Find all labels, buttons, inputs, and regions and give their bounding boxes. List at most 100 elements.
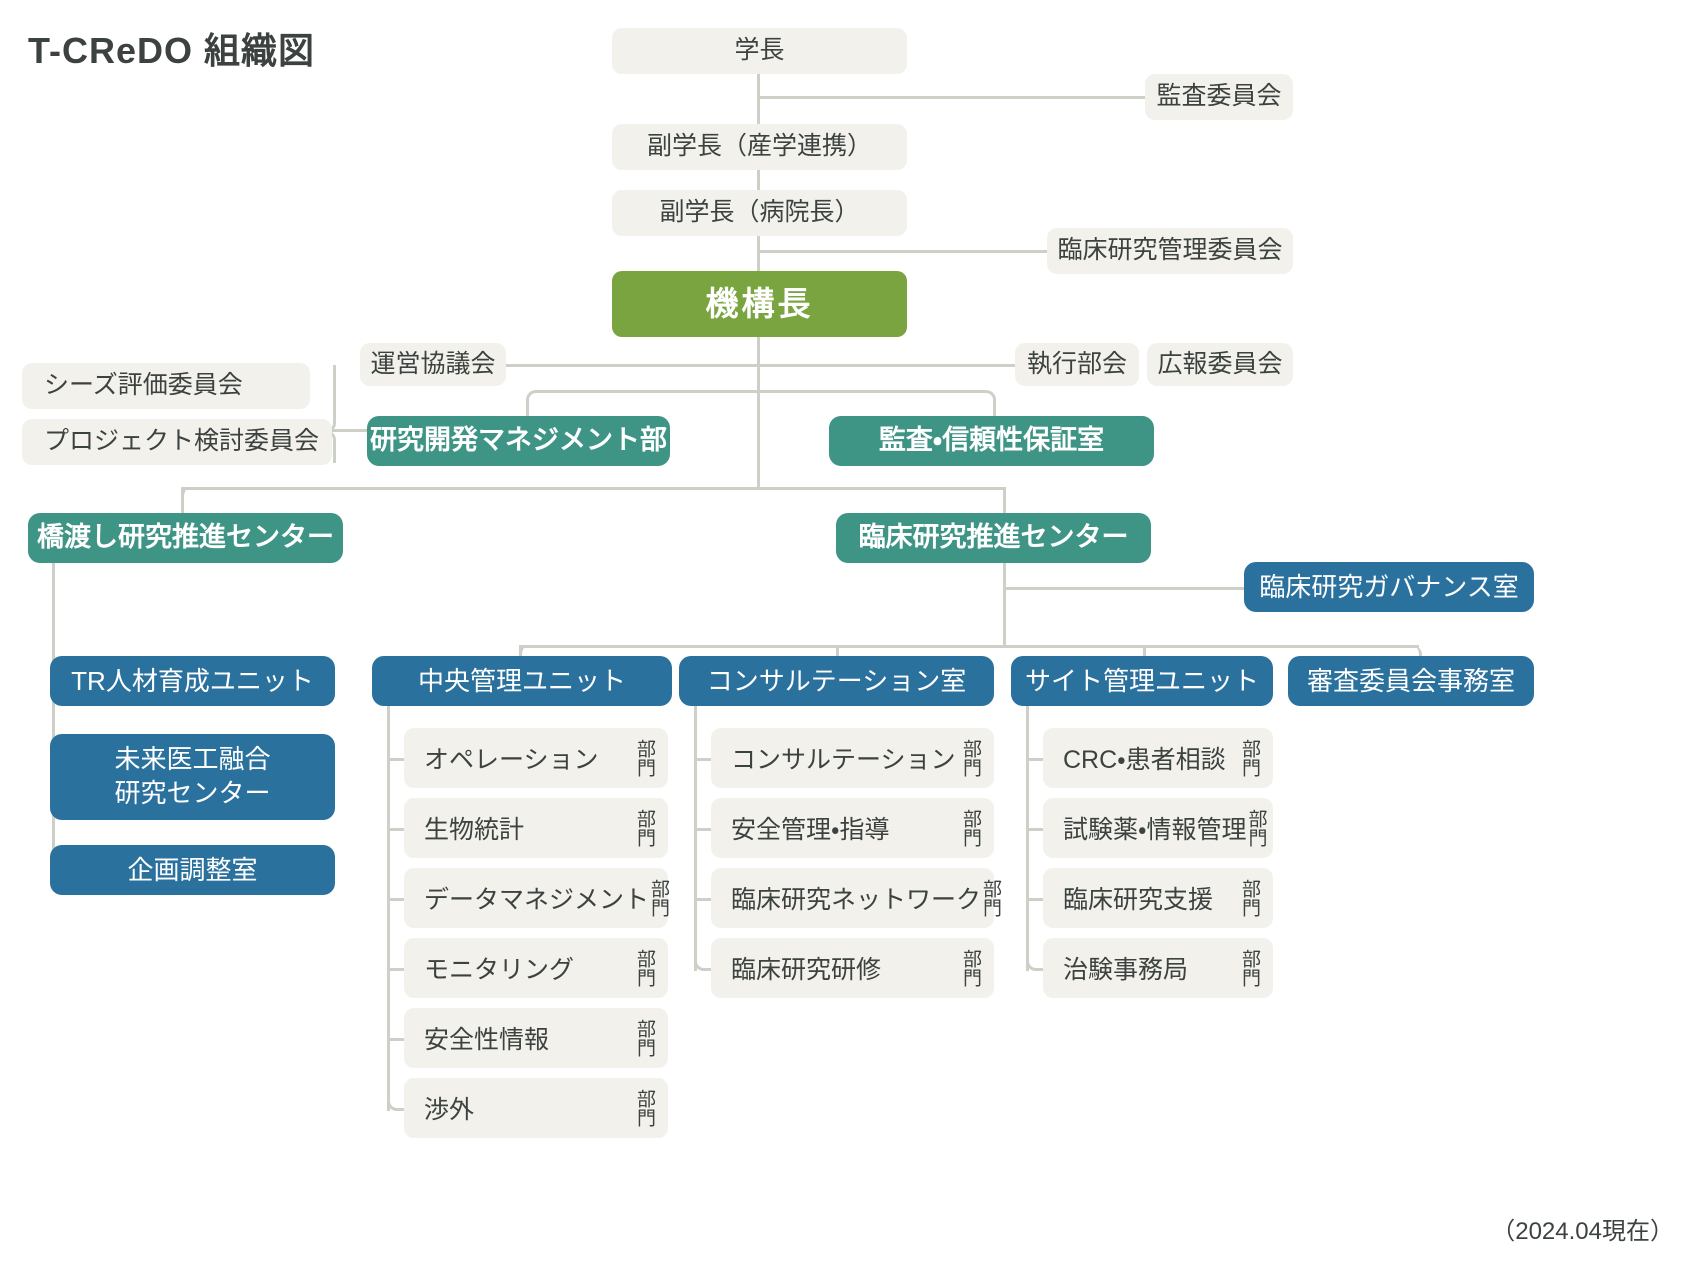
connector-centers-bar: [183, 487, 1005, 490]
deptrow-investigational-drug-information-management[interactable]: 試験薬・情報管理 部門: [1043, 798, 1273, 858]
connector-bridging-drop: [181, 487, 208, 513]
node-director-general[interactable]: 機構長: [612, 271, 907, 337]
connector-consult-item-1: [694, 758, 713, 761]
connector-steering-council: [504, 364, 757, 367]
node-future-medical-engineering-center-line2: 研究センター: [114, 778, 271, 808]
deptrow-operation[interactable]: オペレーション 部門: [404, 728, 668, 788]
node-clinical-research-promotion-center[interactable]: 臨床研究推進センター: [836, 513, 1151, 563]
deptrow-investigational-drug-information-management-label: 試験薬・情報管理: [1063, 816, 1247, 844]
deptrow-crc-patient-consultation-suffix: 部門: [1239, 739, 1260, 777]
node-audit-reliability-assurance-office[interactable]: 監査・信頼性保証室: [829, 416, 1154, 466]
connector-consult-item-2: [694, 828, 713, 831]
connector-clinical-vert: [1003, 487, 1006, 513]
deptrow-trial-administration-office-suffix: 部門: [1239, 949, 1260, 987]
deptrow-biostatistics-label: 生物統計: [424, 816, 525, 844]
connector-consult-item-3: [694, 898, 713, 901]
deptrow-data-management-label: データマネジメント: [424, 886, 650, 914]
node-vice-president-hospital[interactable]: 副学長（病院長）: [612, 190, 907, 236]
deptrow-external-affairs[interactable]: 渉外 部門: [404, 1078, 668, 1138]
deptrow-consultation-label: コンサルテーション: [731, 746, 956, 774]
connector-clinical-down: [1003, 557, 1006, 646]
connector-consult-children-spine: [694, 706, 697, 971]
node-future-medical-engineering-center-line1: 未来医工融合: [114, 744, 271, 775]
connector-bridging-vert: [181, 487, 184, 513]
node-audit-committee[interactable]: 監査委員会: [1145, 74, 1293, 120]
connector-units-bar: [521, 645, 1419, 648]
connector-central-item-1: [387, 758, 406, 761]
deptrow-safety-information[interactable]: 安全性情報 部門: [404, 1008, 668, 1068]
connector-vp1-vp2: [757, 170, 760, 196]
deptrow-operation-label: オペレーション: [424, 746, 599, 774]
connector-audit-office: [757, 390, 996, 419]
connector-site-children-spine: [1026, 706, 1029, 971]
node-clinical-research-management-committee[interactable]: 臨床研究管理委員会: [1047, 228, 1293, 274]
node-future-medical-engineering-center[interactable]: 未来医工融合 研究センター: [50, 734, 335, 820]
connector-audit-committee: [757, 96, 1147, 99]
connector-exec-board: [757, 364, 1016, 367]
node-unit-site-management[interactable]: サイト管理ユニット: [1011, 656, 1273, 706]
deptrow-clinical-research-network-suffix: 部門: [980, 879, 1002, 917]
node-steering-council[interactable]: 運営協議会: [360, 343, 506, 386]
node-unit-review-committee-office[interactable]: 審査委員会事務室: [1288, 656, 1534, 706]
deptrow-clinical-research-network[interactable]: 臨床研究ネットワーク 部門: [711, 868, 1001, 928]
connector-site-item-2: [1026, 828, 1045, 831]
deptrow-external-affairs-label: 渉外: [424, 1096, 475, 1124]
node-bridging-research-promotion-center[interactable]: 橋渡し研究推進センター: [28, 513, 343, 563]
deptrow-biostatistics[interactable]: 生物統計 部門: [404, 798, 668, 858]
deptrow-crc-patient-consultation[interactable]: CRC・患者相談 部門: [1043, 728, 1273, 788]
node-public-relations-committee[interactable]: 広報委員会: [1147, 343, 1293, 386]
deptrow-safety-management-guidance-suffix: 部門: [960, 809, 981, 847]
connector-consult-vert: [836, 645, 839, 665]
node-seeds-evaluation-committee[interactable]: シーズ評価委員会: [22, 363, 310, 409]
deptrow-clinical-research-training[interactable]: 臨床研究研修 部門: [711, 938, 994, 998]
connector-vp2-director: [757, 236, 760, 272]
connector-consult-item-4: [694, 930, 716, 971]
deptrow-clinical-research-network-label: 臨床研究ネットワーク: [731, 886, 982, 914]
deptrow-investigational-drug-information-management-suffix: 部門: [1245, 809, 1267, 847]
node-planning-coordination-office[interactable]: 企画調整室: [50, 845, 335, 895]
connector-review-office-drop: [1395, 645, 1422, 665]
node-clinical-research-governance-office[interactable]: 臨床研究ガバナンス室: [1244, 562, 1534, 612]
deptrow-clinical-research-support[interactable]: 臨床研究支援 部門: [1043, 868, 1273, 928]
node-president[interactable]: 学長: [612, 28, 907, 74]
connector-crm-committee: [757, 250, 1049, 253]
node-unit-central-management[interactable]: 中央管理ユニット: [372, 656, 672, 706]
connector-central-children-spine: [387, 706, 390, 1111]
deptrow-clinical-research-support-label: 臨床研究支援: [1063, 886, 1214, 914]
deptrow-trial-administration-office-label: 治験事務局: [1063, 956, 1189, 984]
connector-central-item-3: [387, 898, 406, 901]
deptrow-safety-management-guidance[interactable]: 安全管理・指導 部門: [711, 798, 994, 858]
deptrow-monitoring-label: モニタリング: [424, 956, 575, 984]
deptrow-clinical-research-support-suffix: 部門: [1239, 879, 1260, 917]
node-unit-consultation-office[interactable]: コンサルテーション室: [679, 656, 994, 706]
connector-site-item-3: [1026, 898, 1045, 901]
deptrow-safety-information-label: 安全性情報: [424, 1026, 550, 1054]
node-project-review-committee[interactable]: プロジェクト検討委員会: [22, 419, 332, 465]
node-executive-board[interactable]: 執行部会: [1015, 343, 1139, 386]
node-tr-human-resource-unit[interactable]: TR人材育成ユニット: [50, 656, 335, 706]
deptrow-consultation-suffix: 部門: [960, 739, 981, 777]
connector-site-unit-vert: [1143, 645, 1146, 665]
connector-central-unit-vert: [519, 645, 522, 665]
deptrow-trial-administration-office[interactable]: 治験事務局 部門: [1043, 938, 1273, 998]
deptrow-clinical-research-training-suffix: 部門: [960, 949, 981, 987]
deptrow-data-management[interactable]: データマネジメント 部門: [404, 868, 670, 928]
as-of-date: （2024.04現在）: [1491, 1218, 1674, 1245]
deptrow-clinical-research-training-label: 臨床研究研修: [731, 956, 882, 984]
node-rnd-management-department[interactable]: 研究開発マネジメント部: [367, 416, 670, 466]
deptrow-monitoring[interactable]: モニタリング 部門: [404, 938, 668, 998]
node-vice-president-industry[interactable]: 副学長（産学連携）: [612, 124, 907, 170]
connector-rnd-dept: [526, 390, 760, 419]
deptrow-safety-management-guidance-label: 安全管理・指導: [731, 816, 890, 844]
connector-central-item-2: [387, 828, 406, 831]
deptrow-monitoring-suffix: 部門: [634, 949, 655, 987]
connector-governance-office: [1003, 587, 1246, 590]
connector-central-item-5: [387, 1038, 406, 1041]
connector-president-vp1: [757, 74, 760, 130]
deptrow-data-management-suffix: 部門: [648, 879, 670, 917]
connector-bridging-children-spine: [52, 557, 55, 887]
page-title: T-CReDO 組織図: [28, 30, 316, 71]
deptrow-consultation[interactable]: コンサルテーション 部門: [711, 728, 994, 788]
deptrow-operation-suffix: 部門: [634, 739, 655, 777]
